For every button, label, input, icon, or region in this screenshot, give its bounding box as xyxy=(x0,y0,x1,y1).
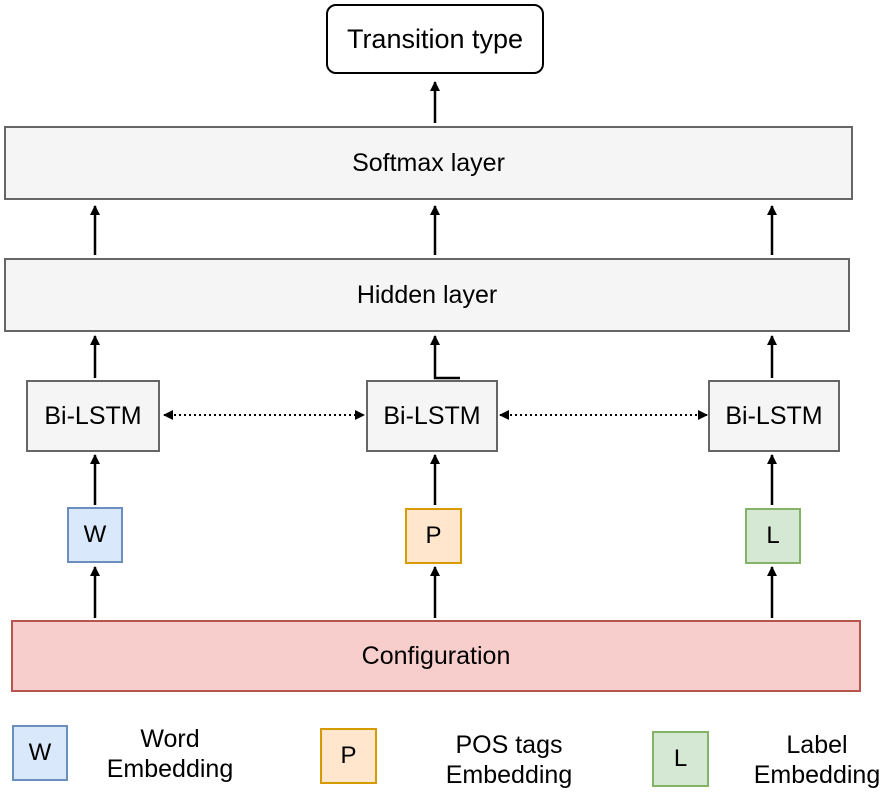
bilstm-label: Bi-LSTM xyxy=(383,401,481,430)
legend-word-swatch: W xyxy=(12,725,68,781)
word-embedding-symbol: W xyxy=(83,521,107,548)
legend-pos-symbol: P xyxy=(340,742,357,769)
transition-type-label: Transition type xyxy=(346,23,524,54)
configuration-label: Configuration xyxy=(361,641,511,670)
bilstm-label: Bi-LSTM xyxy=(725,401,823,430)
bilstm-box-right: Bi-LSTM xyxy=(708,380,840,452)
legend-word-line2: Embedding xyxy=(106,755,234,783)
legend-label-symbol: L xyxy=(673,745,688,772)
configuration-box: Configuration xyxy=(11,620,861,692)
word-embedding-box: W xyxy=(67,507,123,563)
softmax-layer-label: Softmax layer xyxy=(352,148,505,177)
legend-label-line1: Label xyxy=(786,731,848,759)
legend-word-line1: Word xyxy=(140,725,200,753)
legend-pos-text: POS tags Embedding xyxy=(420,730,598,790)
hidden-layer-label: Hidden layer xyxy=(356,280,498,309)
bilstm-label: Bi-LSTM xyxy=(44,401,142,430)
legend-word-symbol: W xyxy=(28,739,52,766)
legend-word-text: Word Embedding xyxy=(92,724,248,784)
bilstm-box-left: Bi-LSTM xyxy=(26,380,160,452)
legend-label-swatch: L xyxy=(652,731,709,787)
label-embedding-symbol: L xyxy=(766,522,780,549)
legend-label-text: Label Embedding xyxy=(740,730,894,790)
bilstm-box-center: Bi-LSTM xyxy=(366,380,498,452)
legend-label-line2: Embedding xyxy=(753,761,881,789)
pos-embedding-symbol: P xyxy=(425,522,442,549)
transition-type-box: Transition type xyxy=(326,4,544,74)
arrow-bilstm-to-hidden-center xyxy=(430,335,460,380)
legend-pos-line1: POS tags xyxy=(455,731,563,759)
softmax-layer: Softmax layer xyxy=(4,126,853,200)
pos-embedding-box: P xyxy=(405,508,462,564)
hidden-layer: Hidden layer xyxy=(4,258,850,332)
label-embedding-box: L xyxy=(745,508,801,564)
legend-pos-line2: Embedding xyxy=(445,761,573,789)
legend-pos-swatch: P xyxy=(320,728,377,784)
